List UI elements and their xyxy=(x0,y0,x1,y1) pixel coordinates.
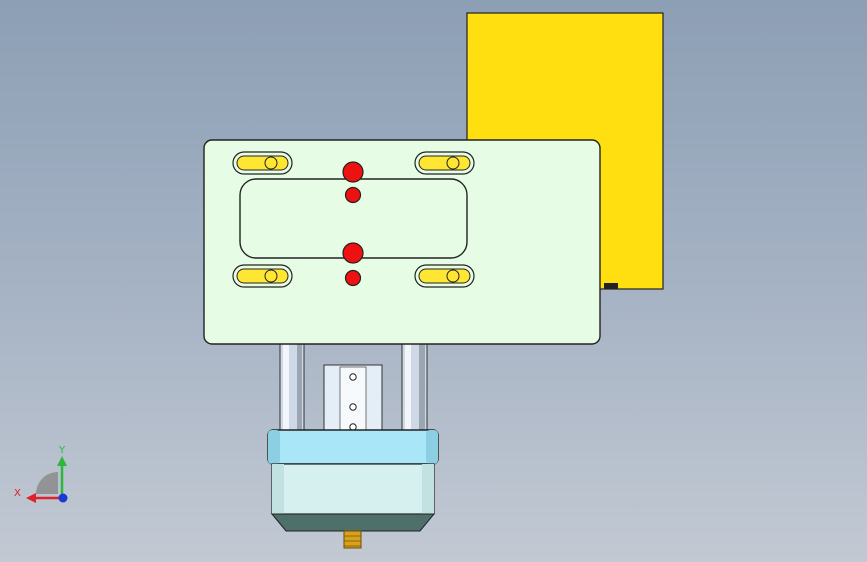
slot-hole-top-right[interactable] xyxy=(414,151,475,175)
locating-pin-small[interactable] xyxy=(344,269,362,287)
guide-rod-right[interactable] xyxy=(401,339,428,435)
cylinder-flange[interactable] xyxy=(267,429,439,465)
x-arrow-icon xyxy=(26,493,36,503)
nozzle[interactable] xyxy=(343,530,362,549)
mounting-plate[interactable] xyxy=(203,139,601,345)
cylinder-bottom-chamfer xyxy=(270,513,436,532)
locating-pin-large[interactable] xyxy=(342,161,364,183)
screw-icon xyxy=(349,423,357,431)
cylinder-body[interactable] xyxy=(271,463,435,515)
screw-icon xyxy=(349,403,357,411)
bracket-edge xyxy=(604,283,618,289)
screw-icon xyxy=(349,373,357,381)
slot-hole-bottom-left[interactable] xyxy=(232,264,293,288)
locating-pin-small[interactable] xyxy=(344,186,362,204)
triad-plane xyxy=(36,472,58,494)
y-arrow-icon xyxy=(57,456,67,466)
slide-block[interactable] xyxy=(323,364,383,434)
guide-rod-left[interactable] xyxy=(279,339,305,435)
locating-pin-large[interactable] xyxy=(342,242,364,264)
coordinate-triad: Y X xyxy=(14,445,68,503)
y-axis-label: Y xyxy=(58,445,66,456)
cylinder-housing[interactable] xyxy=(267,429,439,549)
x-axis-label: X xyxy=(14,488,21,499)
slot-hole-top-left[interactable] xyxy=(232,151,293,175)
locating-pins[interactable] xyxy=(342,161,364,287)
z-axis-dot-icon xyxy=(58,493,68,503)
slot-hole-bottom-right[interactable] xyxy=(414,264,475,288)
